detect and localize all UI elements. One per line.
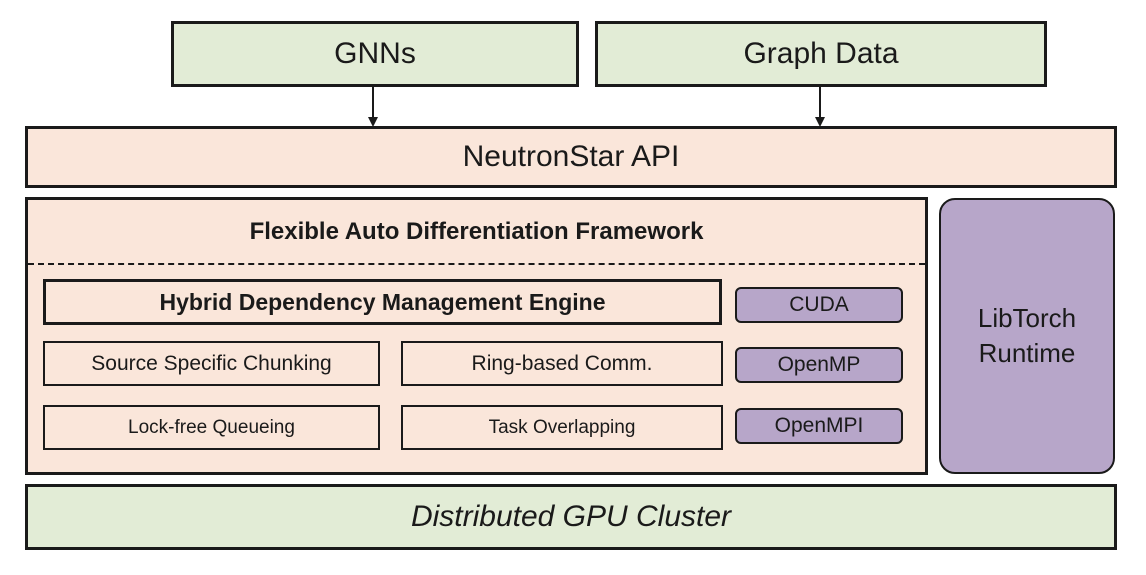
engine-label: Hybrid Dependency Management Engine	[159, 288, 606, 315]
graph-data-box: Graph Data	[595, 21, 1047, 87]
module-task-overlapping: Task Overlapping	[401, 405, 723, 450]
framework-title: Flexible Auto Differentiation Framework	[249, 218, 704, 245]
graph-data-label: Graph Data	[743, 37, 899, 70]
gpu-cluster-layer: Distributed GPU Cluster	[25, 484, 1117, 550]
backend-openmp: OpenMP	[735, 347, 903, 383]
backend-label: OpenMPI	[774, 414, 864, 437]
gnns-box: GNNs	[171, 21, 579, 87]
runtime-line1: LibTorch	[977, 302, 1077, 333]
module-ring-comm: Ring-based Comm.	[401, 341, 723, 386]
backend-cuda: CUDA	[735, 287, 903, 323]
module-label: Lock-free Queueing	[128, 416, 295, 438]
module-label: Task Overlapping	[488, 416, 636, 438]
module-lockfree-queueing: Lock-free Queueing	[43, 405, 380, 450]
module-label: Source Specific Chunking	[91, 351, 332, 375]
module-label: Ring-based Comm.	[471, 351, 653, 375]
cluster-label: Distributed GPU Cluster	[410, 500, 732, 533]
neutronstar-api-layer: NeutronStar API	[25, 126, 1117, 188]
gnns-label: GNNs	[334, 37, 416, 70]
module-source-chunking: Source Specific Chunking	[43, 341, 380, 386]
backend-label: OpenMP	[777, 353, 861, 376]
dependency-engine-box: Hybrid Dependency Management Engine	[43, 279, 722, 325]
backend-label: CUDA	[789, 293, 849, 316]
backend-openmpi: OpenMPI	[735, 408, 903, 444]
framework-divider	[28, 263, 925, 265]
runtime-line2: Runtime	[978, 338, 1076, 368]
api-label: NeutronStar API	[462, 140, 680, 173]
libtorch-runtime-box: LibTorch Runtime	[939, 198, 1115, 474]
